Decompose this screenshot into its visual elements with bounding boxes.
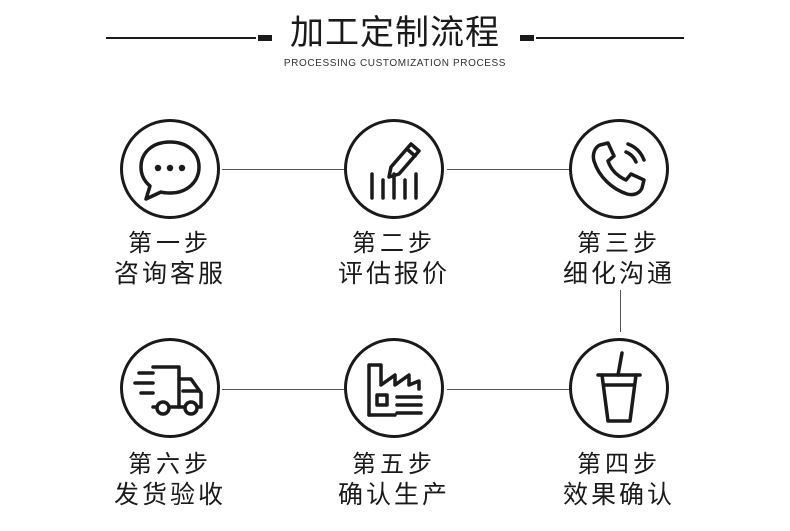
step4-number: 第四步 — [577, 450, 661, 478]
step1-name: 咨询客服 — [113, 259, 226, 288]
step4-name: 效果确认 — [562, 480, 675, 509]
chat-bubble-icon — [139, 140, 201, 201]
connector-step2-step3 — [447, 169, 569, 170]
step6-name: 发货验收 — [113, 480, 226, 509]
step4-label: 第四步 效果确认 — [539, 449, 699, 511]
connector-step3-step4 — [620, 290, 621, 332]
step1-circle — [120, 119, 220, 219]
step1-label: 第一步 咨询客服 — [90, 228, 250, 290]
connector-step6-step5 — [222, 389, 344, 390]
step6-circle — [120, 338, 220, 438]
step2-label: 第二步 评估报价 — [314, 228, 474, 290]
step6-label: 第六步 发货验收 — [90, 449, 250, 511]
step5-label: 第五步 确认生产 — [314, 449, 474, 511]
step2-name: 评估报价 — [337, 259, 450, 288]
step5-circle — [344, 338, 444, 438]
step6-number: 第六步 — [128, 450, 212, 478]
step4-circle — [569, 338, 669, 438]
step3-name: 细化沟通 — [562, 259, 675, 288]
title-dash-left — [258, 35, 272, 41]
step2-number: 第二步 — [352, 229, 436, 257]
step1-number: 第一步 — [128, 229, 212, 257]
step5-number: 第五步 — [352, 450, 436, 478]
title-rule-left — [106, 37, 256, 39]
page-subtitle: PROCESSING CUSTOMIZATION PROCESS — [283, 58, 507, 69]
step3-label: 第三步 细化沟通 — [539, 228, 699, 290]
title-dash-right — [520, 35, 534, 41]
title-rule-right — [536, 37, 684, 39]
step3-circle — [569, 119, 669, 219]
bar-chart-pencil-icon — [370, 142, 421, 200]
step2-circle — [344, 119, 444, 219]
factory-icon — [367, 363, 423, 417]
step5-name: 确认生产 — [337, 480, 450, 509]
connector-step5-step4 — [447, 389, 569, 390]
phone-icon — [591, 141, 646, 197]
step3-number: 第三步 — [577, 229, 661, 257]
page-title: 加工定制流程 — [290, 13, 500, 53]
connector-step1-step2 — [222, 169, 344, 170]
cup-icon — [596, 351, 642, 423]
truck-icon — [133, 365, 203, 416]
